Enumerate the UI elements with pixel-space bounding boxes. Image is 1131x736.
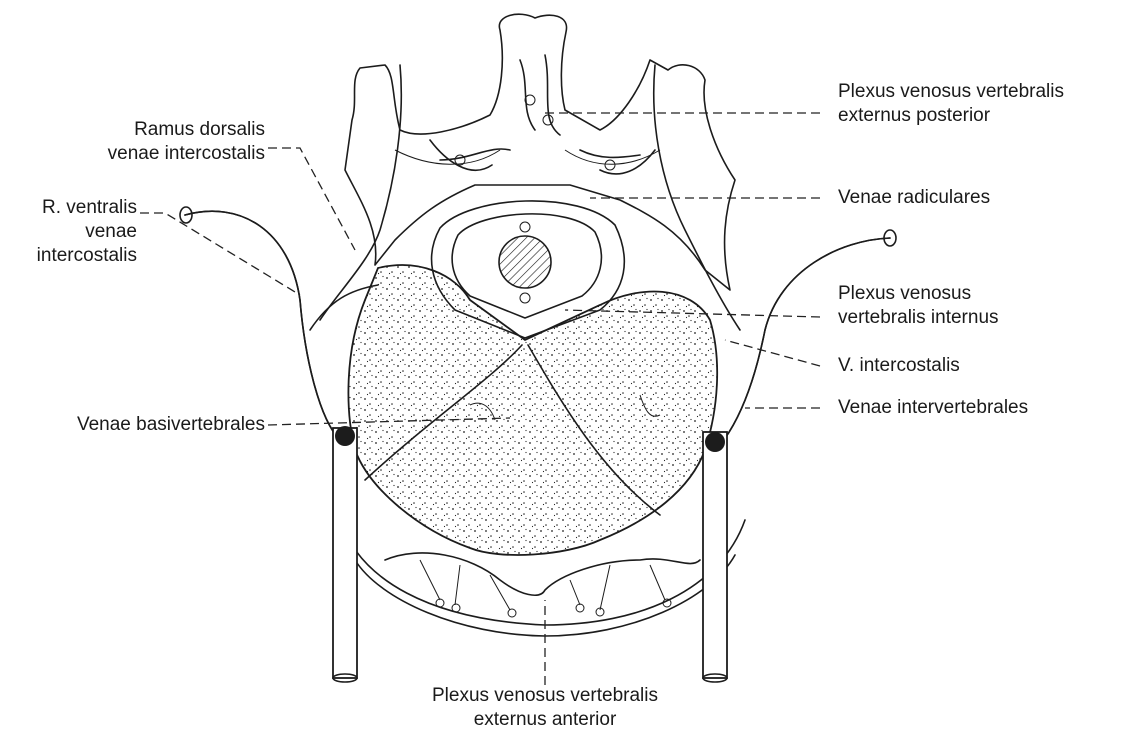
label-line: Ramus dorsalis [40,118,265,142]
label-plexus-externus-anterior: Plexus venosus vertebralis externus ante… [390,684,700,732]
label-line: Venae intervertebrales [838,396,1028,420]
label-line: Plexus venosus vertebralis [390,684,700,708]
label-line: venae [0,220,137,244]
label-line: externus anterior [390,708,700,732]
label-venae-intervertebrales: Venae intervertebrales [838,396,1028,420]
label-v-intercostalis: V. intercostalis [838,354,960,378]
label-line: R. ventralis [0,196,137,220]
label-line: vertebralis internus [838,306,999,330]
label-line: externus posterior [838,104,1064,128]
label-line: Plexus venosus [838,282,999,306]
label-line: intercostalis [0,244,137,268]
label-venae-radiculares: Venae radiculares [838,186,990,210]
posterior-plexus-network [430,55,655,174]
label-line: Venae basivertebrales [0,413,265,437]
label-plexus-externus-posterior: Plexus venosus vertebralis externus post… [838,80,1064,128]
label-venae-basivertebrales: Venae basivertebrales [0,413,265,437]
label-plexus-internus: Plexus venosus vertebralis internus [838,282,999,330]
label-line: Plexus venosus vertebralis [838,80,1064,104]
vertebral-body [348,265,717,555]
spinal-cord [499,236,551,288]
label-r-ventralis: R. ventralis venae intercostalis [0,196,137,268]
label-line: venae intercostalis [40,142,265,166]
label-ramus-dorsalis: Ramus dorsalis venae intercostalis [40,118,265,166]
label-line: Venae radiculares [838,186,990,210]
label-line: V. intercostalis [838,354,960,378]
